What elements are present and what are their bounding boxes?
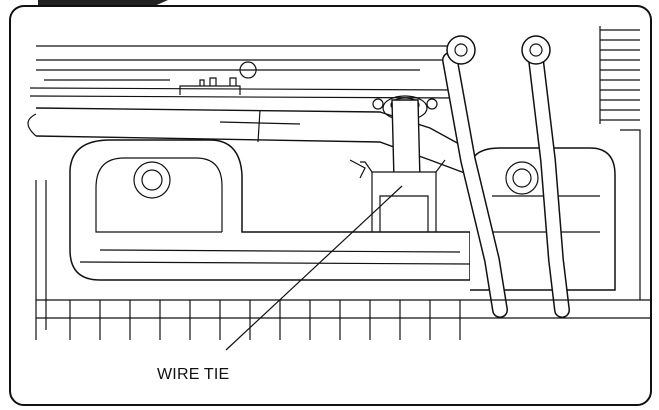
figure-frame [9, 5, 652, 406]
wire-tie-label: WIRE TIE [157, 366, 230, 383]
mechanical-drawing [27, 26, 650, 351]
